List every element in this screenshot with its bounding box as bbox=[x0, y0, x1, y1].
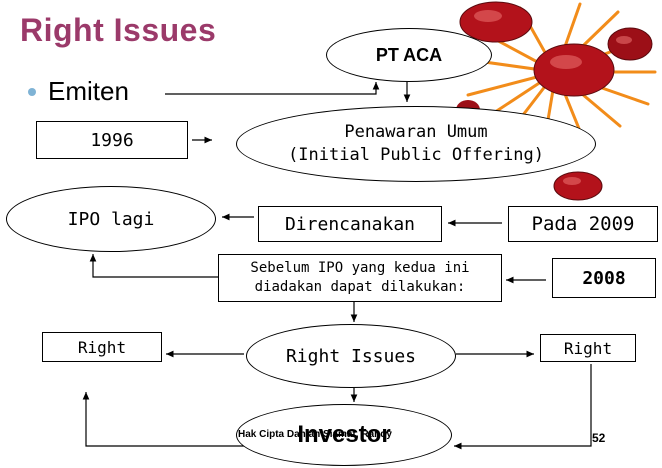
node-pada-2009: Pada 2009 bbox=[508, 206, 658, 242]
node-right-left: Right bbox=[42, 332, 162, 362]
bullet-dot-icon bbox=[28, 88, 36, 96]
footer-copyright: Hak Cipta Dahlan Siamat, Randy bbox=[238, 429, 392, 440]
penawaran-line-2: (Initial Public Offering) bbox=[288, 144, 544, 167]
node-ipo-lagi: IPO lagi bbox=[6, 186, 216, 252]
right-left-label: Right bbox=[78, 338, 126, 357]
penawaran-line-1: Penawaran Umum bbox=[344, 121, 487, 144]
node-sebelum-ipo: Sebelum IPO yang kedua ini diadakan dapa… bbox=[218, 254, 502, 302]
right-issues-label: Right Issues bbox=[286, 346, 416, 367]
node-right-right: Right bbox=[540, 334, 636, 362]
pt-aca-label: PT ACA bbox=[376, 45, 442, 66]
ipo-lagi-label: IPO lagi bbox=[68, 209, 155, 230]
year-2008-label: 2008 bbox=[582, 268, 625, 289]
pada-2009-label: Pada 2009 bbox=[532, 213, 635, 235]
node-pt-aca: PT ACA bbox=[326, 28, 492, 82]
emiten-bullet: Emiten bbox=[28, 76, 129, 107]
sebelum-line-2: diadakan dapat dilakukan: bbox=[255, 278, 466, 297]
node-right-issues: Right Issues bbox=[246, 324, 456, 388]
slide-title: Right Issues bbox=[20, 12, 216, 49]
node-2008: 2008 bbox=[552, 258, 656, 298]
node-direncanakan: Direncanakan bbox=[258, 206, 442, 242]
right-right-label: Right bbox=[564, 339, 612, 358]
year-1996-label: 1996 bbox=[90, 130, 133, 151]
emiten-label: Emiten bbox=[48, 76, 129, 107]
page-number: 52 bbox=[592, 431, 605, 445]
sebelum-line-1: Sebelum IPO yang kedua ini bbox=[250, 259, 469, 278]
node-penawaran-umum: Penawaran Umum (Initial Public Offering) bbox=[236, 106, 596, 182]
node-1996: 1996 bbox=[36, 121, 188, 159]
direncanakan-label: Direncanakan bbox=[285, 214, 415, 235]
